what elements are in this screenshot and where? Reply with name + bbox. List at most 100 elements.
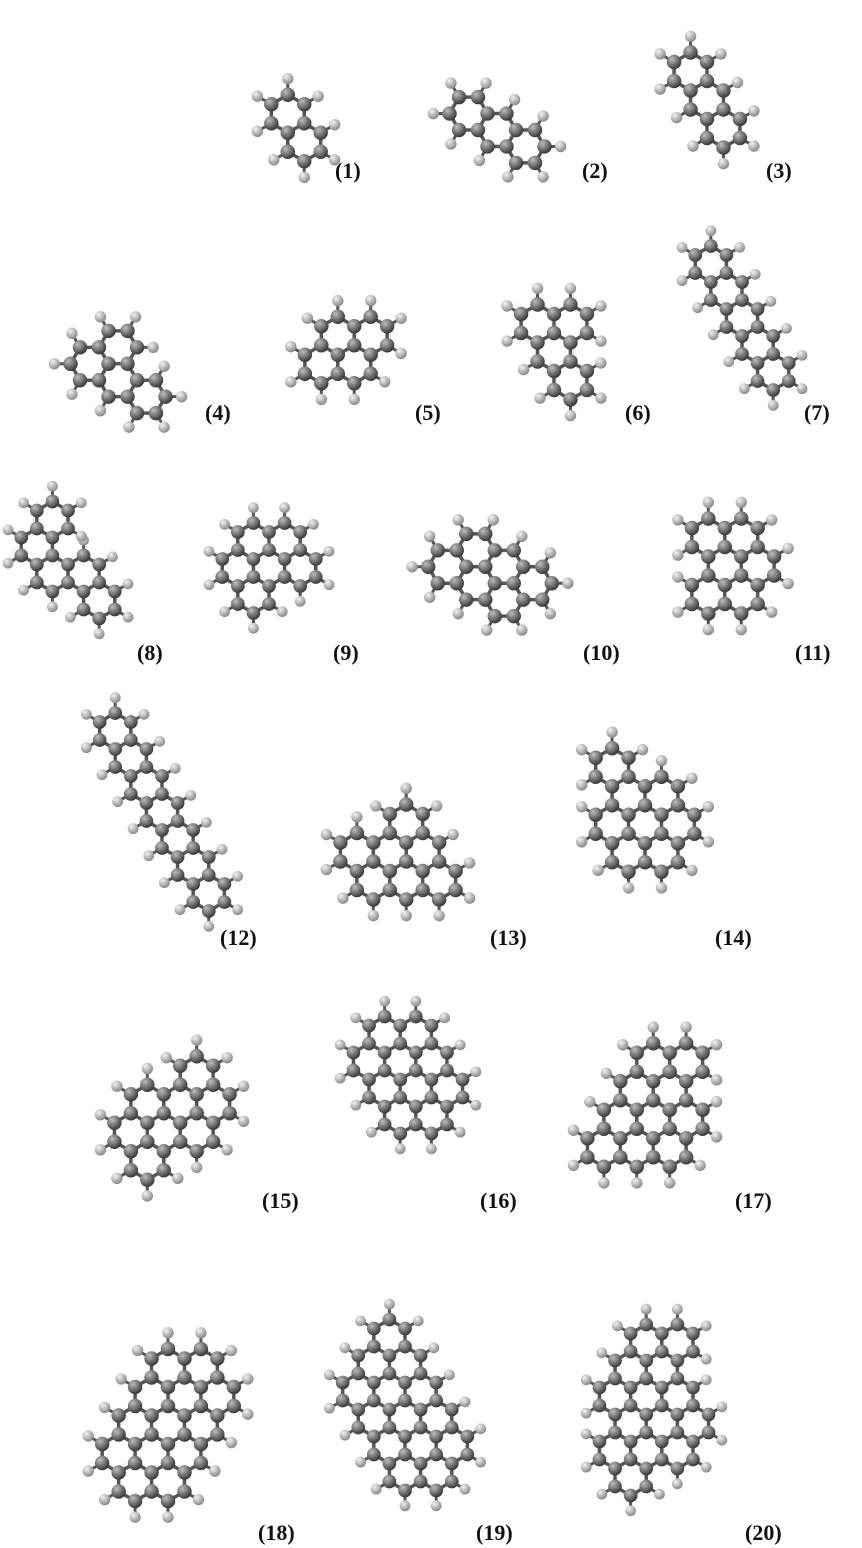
carbon-atom bbox=[308, 552, 323, 566]
carbon-atom bbox=[297, 366, 313, 381]
carbon-atom bbox=[448, 863, 463, 879]
carbon-atom bbox=[111, 1465, 126, 1480]
carbon-atom bbox=[431, 854, 447, 869]
hydrogen-atom bbox=[395, 312, 407, 324]
hydrogen-atom bbox=[115, 1373, 127, 1385]
hydrogen-atom bbox=[332, 294, 344, 307]
hydrogen-atom bbox=[94, 1108, 107, 1121]
hydrogen-atom bbox=[232, 870, 244, 882]
carbon-atom bbox=[621, 807, 636, 822]
carbon-atom bbox=[408, 1009, 423, 1024]
hydrogen-atom bbox=[567, 1124, 580, 1136]
hydrogen-atom bbox=[160, 1051, 172, 1064]
carbon-atom bbox=[666, 73, 682, 89]
carbon-atom bbox=[662, 1064, 677, 1079]
label-18: (18) bbox=[258, 1520, 295, 1545]
hydrogen-atom bbox=[531, 282, 544, 295]
carbon-atom bbox=[398, 1375, 412, 1390]
carbon-atom bbox=[637, 855, 653, 870]
carbon-atom bbox=[215, 570, 230, 584]
carbon-atom bbox=[156, 1087, 171, 1102]
carbon-atom bbox=[347, 376, 362, 391]
carbon-atom bbox=[189, 1106, 204, 1121]
molecule-1 bbox=[251, 72, 341, 184]
hydrogen-atom bbox=[242, 1373, 254, 1385]
carbon-atom bbox=[144, 1465, 159, 1480]
hydrogen-atom bbox=[320, 863, 333, 876]
carbon-atom bbox=[688, 266, 703, 280]
carbon-atom bbox=[470, 89, 486, 105]
hydrogen-atom bbox=[575, 836, 588, 848]
hydrogen-atom bbox=[203, 579, 215, 591]
carbon-atom bbox=[666, 54, 682, 70]
carbon-atom bbox=[313, 144, 328, 159]
carbon-atom bbox=[346, 1063, 361, 1078]
hydrogen-atom bbox=[2, 557, 14, 569]
carbon-atom bbox=[29, 575, 44, 590]
carbon-atom bbox=[579, 306, 595, 322]
carbon-atom bbox=[177, 1370, 192, 1385]
carbon-atom bbox=[140, 1115, 155, 1130]
hydrogen-atom bbox=[475, 1423, 487, 1435]
hydrogen-atom bbox=[379, 995, 391, 1007]
carbon-atom bbox=[379, 319, 395, 334]
hydrogen-atom bbox=[328, 118, 341, 131]
carbon-atom bbox=[613, 1131, 628, 1146]
carbon-atom bbox=[293, 579, 308, 593]
carbon-atom bbox=[442, 106, 457, 121]
hydrogen-atom bbox=[94, 311, 107, 323]
carbon-atom bbox=[530, 297, 545, 312]
hydrogen-atom bbox=[700, 1374, 712, 1386]
hydrogen-atom bbox=[190, 1161, 203, 1174]
carbon-atom bbox=[173, 1058, 188, 1073]
carbon-atom bbox=[623, 1326, 638, 1341]
carbon-atom bbox=[563, 354, 578, 369]
carbon-atom bbox=[717, 539, 732, 555]
carbon-atom bbox=[429, 1375, 444, 1390]
carbon-atom bbox=[654, 1344, 669, 1359]
molecule-2 bbox=[427, 77, 567, 183]
carbon-atom bbox=[246, 552, 261, 566]
carbon-atom bbox=[155, 769, 169, 783]
carbon-atom bbox=[45, 530, 60, 545]
carbon-atom bbox=[766, 549, 782, 564]
hydrogen-atom bbox=[190, 1034, 203, 1046]
hydrogen-atom bbox=[185, 789, 197, 801]
carbon-atom bbox=[148, 405, 164, 421]
carbon-atom bbox=[686, 1344, 700, 1359]
hydrogen-atom bbox=[663, 1177, 676, 1189]
carbon-atom bbox=[210, 1351, 225, 1366]
carbon-atom bbox=[563, 392, 578, 407]
hydrogen-atom bbox=[580, 1461, 592, 1473]
carbon-atom bbox=[205, 1058, 221, 1073]
carbon-atom bbox=[264, 116, 279, 131]
carbon-atom bbox=[101, 356, 116, 371]
hydrogen-atom bbox=[655, 882, 668, 894]
carbon-atom bbox=[177, 1484, 192, 1499]
carbon-atom bbox=[662, 1159, 677, 1174]
carbon-atom bbox=[382, 1312, 397, 1327]
hydrogen-atom bbox=[339, 1429, 351, 1441]
hydrogen-atom bbox=[109, 692, 121, 704]
carbon-atom bbox=[449, 543, 464, 558]
molecule-20 bbox=[580, 1303, 728, 1517]
carbon-atom bbox=[750, 520, 765, 536]
carbon-atom bbox=[29, 503, 44, 518]
carbon-atom bbox=[444, 1420, 459, 1435]
hydrogen-atom bbox=[470, 1066, 482, 1078]
hydrogen-atom bbox=[94, 1144, 107, 1156]
carbon-atom bbox=[226, 1379, 242, 1395]
carbon-atom bbox=[699, 54, 715, 70]
hydrogen-atom bbox=[93, 628, 105, 640]
carbon-atom bbox=[127, 1436, 143, 1452]
carbon-atom bbox=[670, 836, 686, 851]
hydrogen-atom bbox=[738, 383, 750, 395]
hydrogen-atom bbox=[111, 1172, 123, 1185]
carbon-atom bbox=[246, 570, 261, 584]
carbon-atom bbox=[264, 97, 279, 112]
carbon-atom bbox=[470, 122, 486, 138]
carbon-atom bbox=[29, 521, 44, 536]
hydrogen-atom bbox=[676, 275, 688, 287]
hydrogen-atom bbox=[355, 1315, 366, 1327]
carbon-atom bbox=[277, 552, 292, 566]
